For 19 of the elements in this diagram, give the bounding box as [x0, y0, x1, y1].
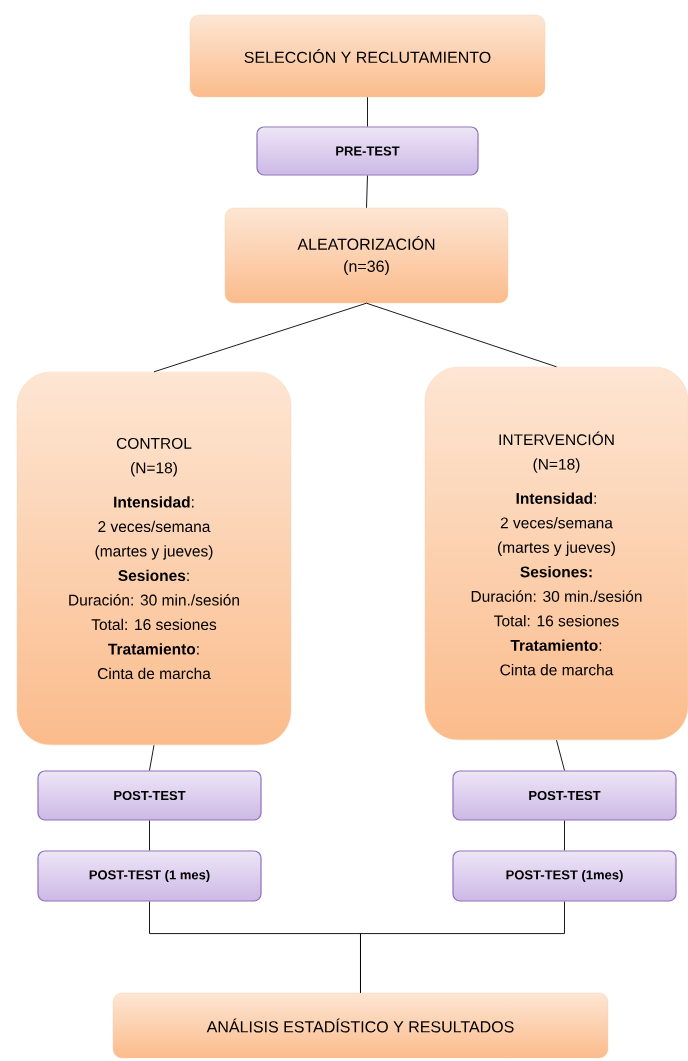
connector-line: [360, 901, 565, 994]
test-box: POST-TEST: [452, 770, 677, 821]
stage-box: SELECCIÓN Y RECLUTAMIENTO: [189, 14, 546, 98]
connector-line: [153, 302, 367, 373]
group-box: INTERVENCIÓN (N=18) Intensidad: 2 veces/semana (martes y jueves) Sesiones: Duración: 30 min./sesión Total: 16 sesiones Tratamiento: Cinta de marcha: [424, 366, 688, 741]
stage-box: ANÁLISIS ESTADÍSTICO Y RESULTADOS: [112, 992, 609, 1059]
connector-line: [366, 302, 557, 368]
connector-line: [367, 96, 368, 127]
test-box: POST-TEST (1mes): [452, 850, 677, 902]
connector-line: [149, 744, 155, 771]
connector-line: [149, 820, 150, 851]
test-box: POST-TEST: [37, 770, 262, 821]
test-box: PRE-TEST: [256, 126, 479, 176]
connector-line: [366, 175, 368, 209]
connector-line: [556, 739, 565, 771]
stage-box: ALEATORIZACIÓN (n=36): [224, 207, 509, 304]
group-box: CONTROL (N=18) Intensidad: 2 veces/semana (martes y jueves) Sesiones: Duración: 30 min./sesión Total: 16 sesiones Tratamiento: Cinta de marcha: [16, 371, 292, 746]
test-box: POST-TEST (1 mes): [37, 850, 262, 902]
connector-line: [564, 820, 565, 851]
